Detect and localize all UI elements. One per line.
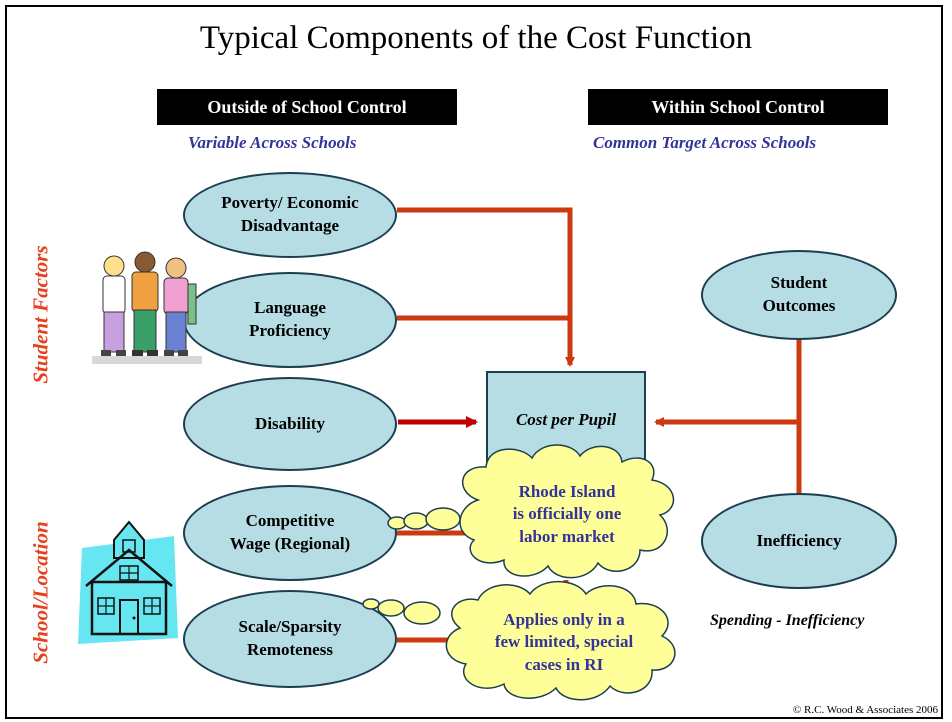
- side-label-school-location: School/Location: [28, 521, 53, 664]
- node-wage-line1: Competitive: [245, 511, 335, 531]
- bubble-ri-1: [387, 516, 407, 530]
- node-poverty-line1: Poverty/ Economic: [221, 193, 359, 213]
- header-within-control: Within School Control: [588, 89, 888, 125]
- node-wage-line2: Wage (Regional): [229, 534, 351, 553]
- bubble-ap-2: [377, 599, 405, 617]
- bubble-ri-2: [403, 512, 429, 530]
- cloud-applies-text: Applies only in a few limited, special c…: [464, 609, 664, 676]
- cloud-rhode-island-text: Rhode Island is officially one labor mar…: [474, 481, 660, 548]
- node-language-line1: Language: [254, 298, 326, 318]
- cloud-ri-line1: Rhode Island: [518, 482, 616, 501]
- bubble-ap-1: [362, 598, 380, 610]
- bubble-ap-3: [403, 601, 441, 625]
- node-scale-line2: Remoteness: [247, 640, 333, 659]
- node-disability: Disability: [183, 377, 397, 471]
- node-inefficiency: Inefficiency: [701, 493, 897, 589]
- node-scale-line1: Scale/Sparsity: [238, 617, 342, 637]
- node-language-line2: Proficiency: [249, 321, 331, 340]
- cloud-applies: [445, 580, 676, 701]
- node-outcomes-line1: Student: [770, 273, 828, 293]
- side-label-student-factors: Student Factors: [28, 245, 53, 384]
- subheader-common-target: Common Target Across Schools: [593, 133, 817, 152]
- node-outcomes-line2: Outcomes: [762, 296, 836, 315]
- cloud-ap-line2: few limited, special: [494, 632, 634, 652]
- subheader-variable: Variable Across Schools: [188, 133, 357, 152]
- node-inefficiency-label: Inefficiency: [756, 530, 842, 550]
- node-disability-label: Disability: [255, 413, 325, 433]
- cloud-ri-line3: labor market: [519, 526, 615, 546]
- bubble-ri-3: [425, 507, 461, 531]
- copyright-text: © R.C. Wood & Associates 2006: [792, 704, 938, 716]
- children-clipart-icon: [92, 251, 202, 364]
- cloud-ap-line3: cases in RI: [524, 654, 604, 674]
- line-poverty: [397, 207, 575, 367]
- header-outside-control: Outside of School Control: [157, 89, 457, 125]
- cloud-ri-line2: is officially one: [512, 504, 622, 524]
- cloud-rhode-island: [459, 444, 675, 579]
- cloud-ap-line1: Applies only in a: [503, 610, 625, 629]
- slide-title: Typical Components of the Cost Function: [199, 20, 753, 56]
- schoolhouse-clipart-icon: [78, 520, 178, 644]
- node-poverty-line2: Disadvantage: [240, 216, 340, 235]
- slide-border: [5, 5, 943, 719]
- spending-inefficiency-note: Spending - Inefficiency: [710, 612, 865, 629]
